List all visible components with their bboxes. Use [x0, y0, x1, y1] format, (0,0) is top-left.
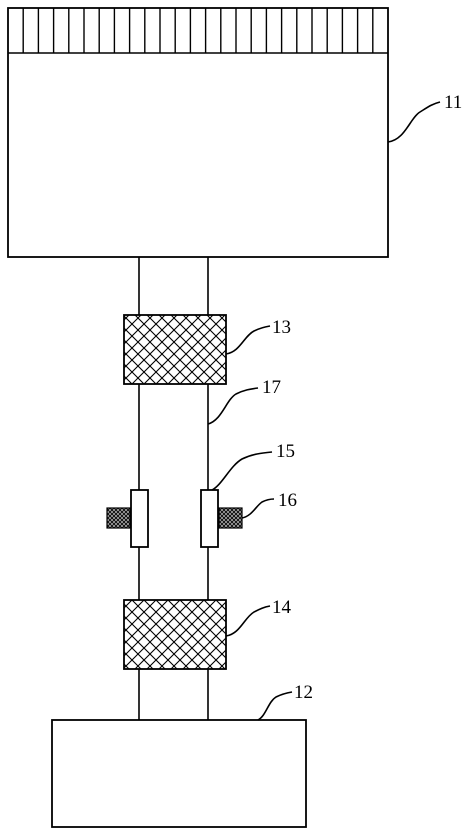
leader-13 [225, 325, 271, 355]
left-dark-block [106, 507, 131, 529]
label-13: 13 [272, 317, 291, 338]
left-clamp-plate [130, 489, 149, 548]
right-dark-block [218, 507, 243, 529]
label-17: 17 [262, 377, 281, 398]
label-14: 14 [272, 597, 292, 618]
lower-hatched-block [123, 599, 227, 670]
leader-14 [225, 605, 271, 637]
leader-lines [207, 101, 441, 721]
upper-unit-body [7, 7, 389, 258]
leader-16 [241, 498, 275, 519]
upper-unit-stripe-strip [8, 8, 388, 54]
upper-unit [7, 7, 389, 258]
label-16: 16 [278, 490, 297, 511]
leader-12 [257, 691, 293, 721]
upper-hatched-block [123, 314, 227, 385]
lower-base-unit [51, 719, 307, 828]
right-clamp-plate [200, 489, 219, 548]
leader-15 [211, 451, 273, 491]
label-12: 12 [294, 682, 313, 703]
leader-17 [207, 387, 259, 425]
leader-11 [387, 101, 441, 143]
label-11: 11 [444, 92, 462, 113]
label-15: 15 [276, 441, 295, 462]
